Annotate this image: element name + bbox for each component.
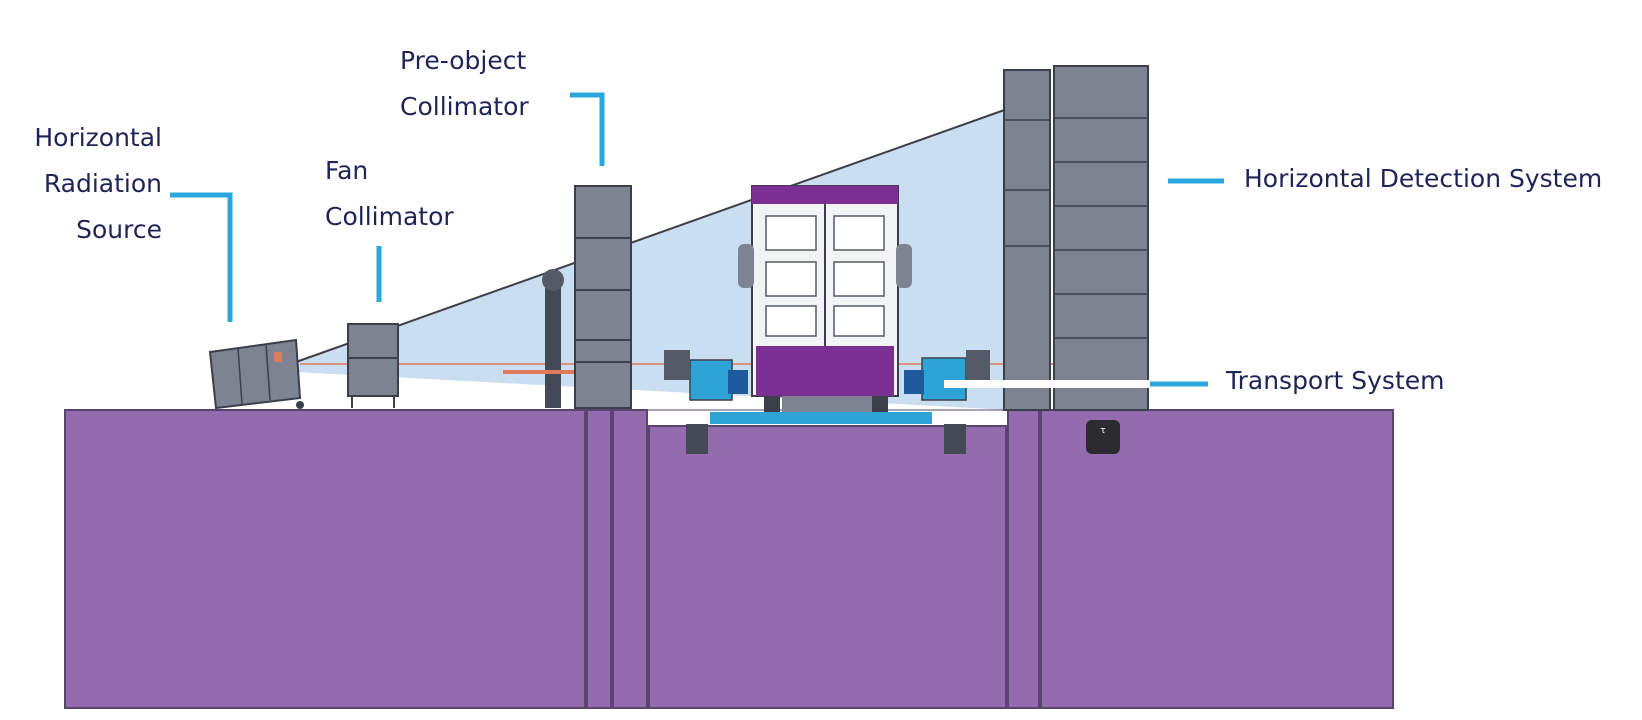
label-pre-object-collimator: Pre-object Collimator [400,38,529,130]
label-radiation-source-line-3: Source [76,215,162,244]
vehicle-under-inspection [710,185,932,424]
detector-tower [1003,65,1149,411]
transport-unit-left [664,350,748,454]
label-detection-system: Horizontal Detection System [1244,164,1603,193]
leader-line-pre-object-collimator [570,92,605,166]
label-fan-collimator-line-1: Fan [325,156,369,185]
label-radiation-source: Horizontal Radiation Source [10,115,162,253]
label-transport-system: Transport System [1226,366,1445,395]
svg-text:τ: τ [1100,426,1105,436]
label-pre-object-collimator-line-1: Pre-object [400,46,527,75]
label-fan-collimator: Fan Collimator [325,148,454,240]
transport-unit-right [904,350,990,454]
junction-box-icon: τ [1086,420,1120,454]
label-radiation-source-line-2: Radiation [43,169,162,198]
label-fan-collimator-line-2: Collimator [325,202,454,231]
label-radiation-source-line-1: Horizontal [34,123,162,152]
fan-collimator-unit [347,323,399,408]
foundation [64,409,1394,709]
label-pre-object-collimator-line-2: Collimator [400,92,529,121]
beam-upper-edge [295,107,1011,363]
radiation-source-unit [208,338,304,410]
pre-object-collimator-tower [503,185,632,409]
leader-line-radiation-source [170,192,233,322]
